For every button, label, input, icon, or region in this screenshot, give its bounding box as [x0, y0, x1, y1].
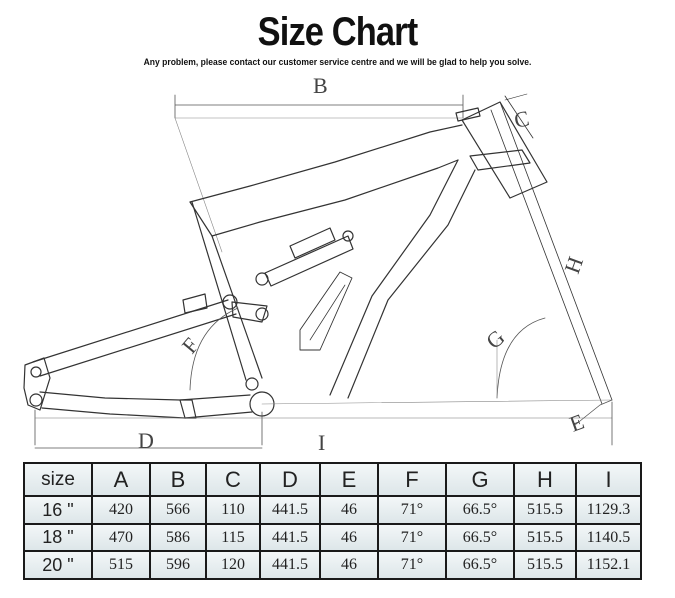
- table-row: 16 " 420 566 110 441.5 46 71° 66.5° 515.…: [23, 495, 642, 525]
- cell-e: 46: [319, 495, 379, 525]
- subtitle: Any problem, please contact our customer…: [143, 57, 532, 68]
- cell-size: 20 ": [23, 550, 93, 580]
- cell-f: 71°: [377, 523, 447, 553]
- cell-i: 1129.3: [575, 495, 642, 525]
- cell-h: 515.5: [513, 550, 577, 580]
- cell-g: 66.5°: [445, 523, 515, 553]
- table-row: 18 " 470 586 115 441.5 46 71° 66.5° 515.…: [23, 523, 642, 553]
- label-c: C: [512, 105, 532, 133]
- cell-c: 115: [205, 523, 261, 553]
- label-h: H: [559, 253, 588, 277]
- header-a: A: [91, 461, 151, 498]
- frame-drawing: B C H G E F D I: [23, 73, 613, 455]
- cell-b: 586: [149, 523, 207, 553]
- header-e: E: [319, 461, 379, 498]
- cell-e: 46: [319, 523, 379, 553]
- cell-d: 441.5: [259, 523, 321, 553]
- label-b: B: [313, 73, 328, 98]
- cell-f: 71°: [377, 495, 447, 525]
- label-d: D: [138, 428, 154, 453]
- cell-a: 515: [91, 550, 151, 580]
- cell-g: 66.5°: [445, 495, 515, 525]
- cell-size: 16 ": [23, 495, 93, 525]
- header-b: B: [149, 461, 207, 498]
- cell-i: 1140.5: [575, 523, 642, 553]
- page-title: Size Chart: [257, 10, 418, 54]
- label-g: G: [481, 324, 509, 353]
- cell-c: 120: [205, 550, 261, 580]
- cell-a: 470: [91, 523, 151, 553]
- cell-i: 1152.1: [575, 550, 642, 580]
- header-h: H: [513, 461, 577, 498]
- cell-b: 596: [149, 550, 207, 580]
- header-i: I: [575, 461, 642, 498]
- cell-c: 110: [205, 495, 261, 525]
- cell-a: 420: [91, 495, 151, 525]
- frame-diagram: B C H G E F D I: [0, 70, 675, 460]
- header-size: size: [23, 461, 93, 498]
- label-i: I: [318, 430, 325, 455]
- cell-g: 66.5°: [445, 550, 515, 580]
- cell-f: 71°: [377, 550, 447, 580]
- table-row: 20 " 515 596 120 441.5 46 71° 66.5° 515.…: [23, 550, 642, 580]
- cell-d: 441.5: [259, 495, 321, 525]
- cell-h: 515.5: [513, 523, 577, 553]
- cell-d: 441.5: [259, 550, 321, 580]
- table-header-row: size A B C D E F G H I: [23, 461, 642, 498]
- label-e: E: [566, 409, 587, 437]
- header-c: C: [205, 461, 261, 498]
- size-table: size A B C D E F G H I 16 " 420 566 110 …: [23, 461, 642, 580]
- header-g: G: [445, 461, 515, 498]
- cell-e: 46: [319, 550, 379, 580]
- cell-b: 566: [149, 495, 207, 525]
- label-f: F: [177, 333, 204, 358]
- header-d: D: [259, 461, 321, 498]
- cell-size: 18 ": [23, 523, 93, 553]
- header-f: F: [377, 461, 447, 498]
- cell-h: 515.5: [513, 495, 577, 525]
